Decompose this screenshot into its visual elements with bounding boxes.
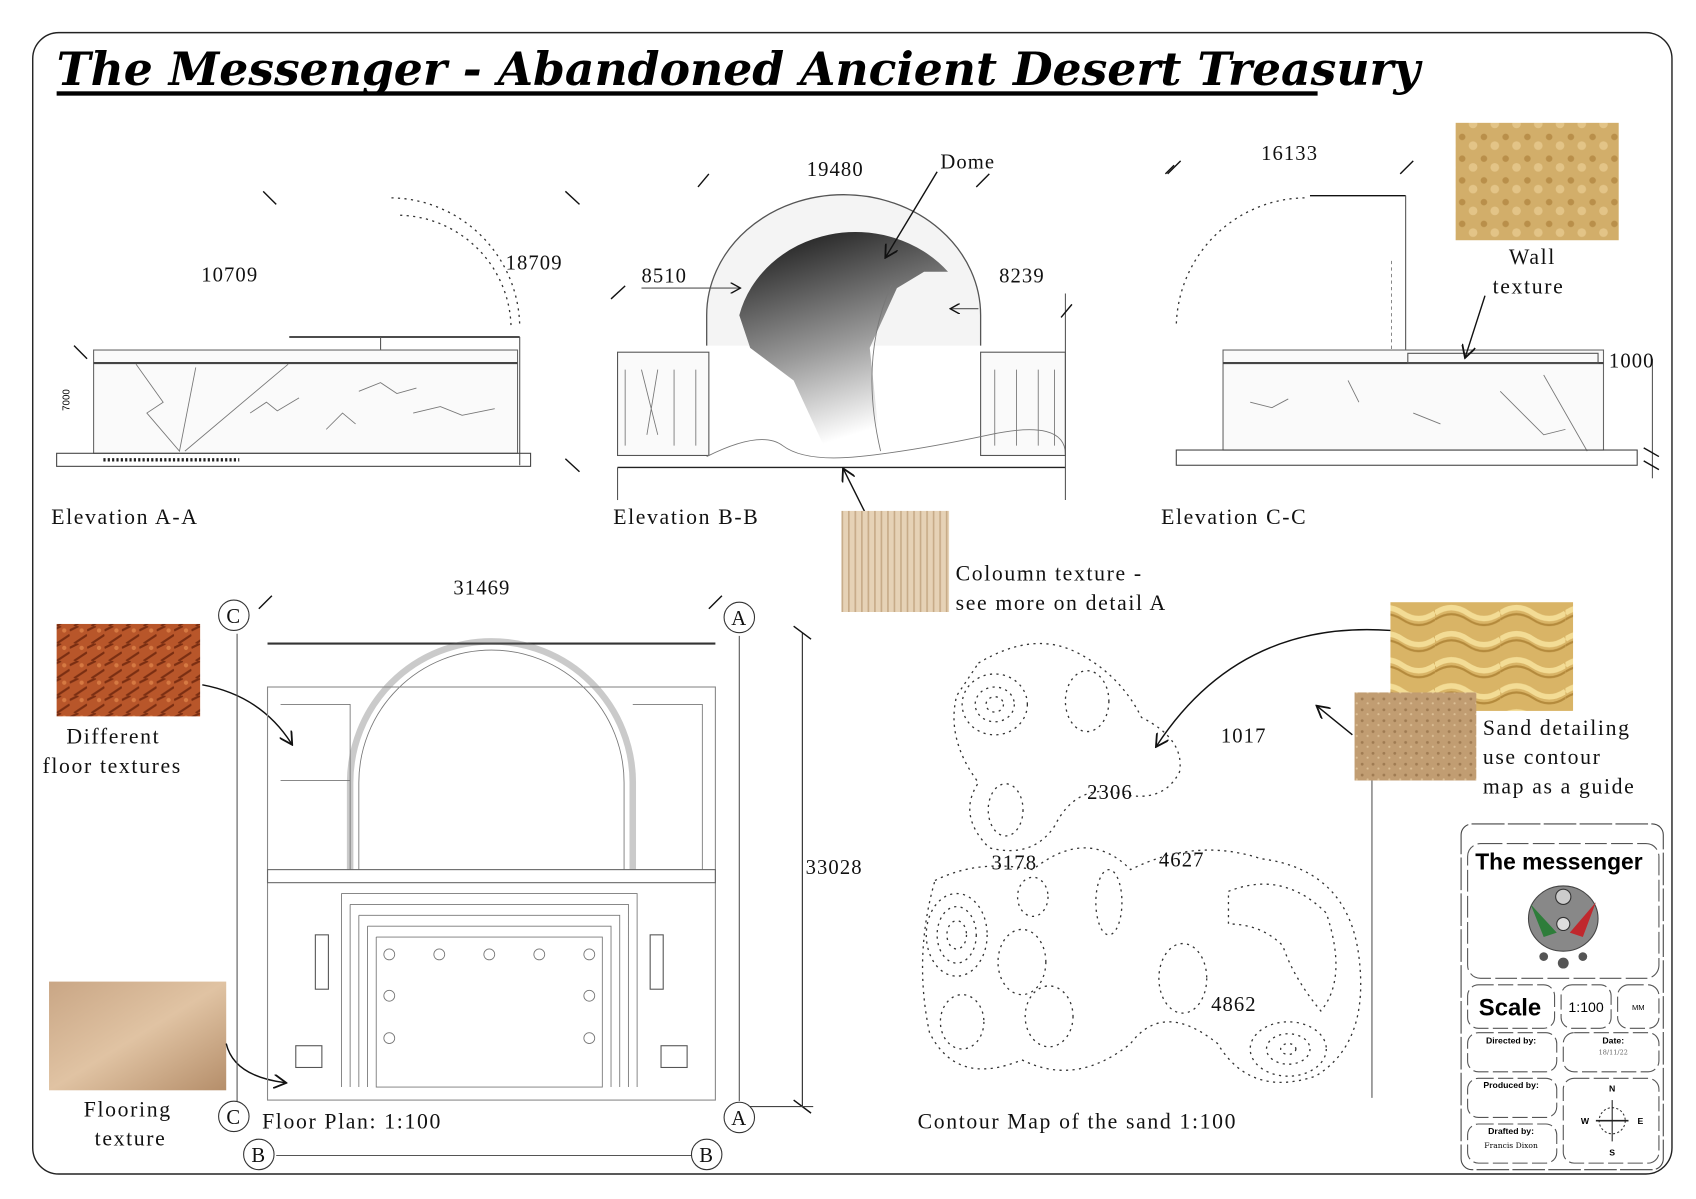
compass-w: W — [1581, 1116, 1590, 1126]
dim-19480: 19480 — [807, 159, 864, 181]
contour-elevation-4862: 4862 — [1211, 994, 1257, 1016]
section-marker-b-right: B — [690, 1138, 723, 1171]
elevation-a: 10709 18709 7000 Elevation A-A — [51, 190, 580, 529]
dim-8510: 8510 — [641, 266, 687, 288]
sheet-title: The Messenger - Abandoned Ancient Desert… — [57, 42, 1424, 96]
compass-s: S — [1609, 1148, 1615, 1158]
svg-text:A: A — [731, 1108, 747, 1130]
section-marker-b-left: B — [243, 1138, 275, 1171]
dome-void — [739, 231, 949, 452]
scale-value: 1:100 — [1568, 999, 1603, 1015]
svg-text:B: B — [251, 1145, 266, 1167]
contour-map-label: Contour Map of the sand 1:100 — [918, 1109, 1238, 1133]
flooring-texture-swatch — [49, 981, 227, 1091]
wall-texture-label-1: Wall — [1509, 245, 1556, 269]
title-block: The messenger Scale 1:100 MM Directed by… — [1460, 823, 1664, 1171]
dim-31469: 31469 — [453, 578, 510, 600]
elevation-b-label: Elevation B-B — [613, 505, 759, 529]
red-floor-texture-swatch — [56, 623, 201, 717]
wall-texture-label-2: texture — [1493, 274, 1565, 298]
contour-elevation-3178: 3178 — [991, 853, 1037, 875]
column-texture-label-2: see more on detail A — [956, 591, 1167, 615]
section-marker-c-bottom: C — [218, 1100, 250, 1133]
contour-elevation-1017: 1017 — [1221, 725, 1267, 747]
elevation-c: 16133 1000 Elevation C-C — [1161, 143, 1660, 529]
section-marker-c-top: C — [218, 599, 250, 632]
sheet-border — [32, 31, 1673, 1175]
compass-e: E — [1638, 1116, 1644, 1126]
ottoman-crest-emblem — [1527, 885, 1599, 969]
sand-label-2: use contour — [1483, 745, 1602, 769]
produced-by-label: Produced by: — [1483, 1080, 1539, 1090]
dim-16133: 16133 — [1261, 143, 1318, 165]
sand-label-1: Sand detailing — [1483, 716, 1631, 740]
sand-grain-texture-swatch — [1354, 692, 1477, 781]
svg-text:A: A — [731, 608, 747, 630]
dim-1000: 1000 — [1609, 350, 1655, 372]
column-texture-label-1: Coloumn texture - — [956, 561, 1143, 585]
directed-by-label: Directed by: — [1486, 1036, 1536, 1046]
date-value: 18/11/22 — [1599, 1048, 1628, 1056]
svg-text:B: B — [699, 1145, 714, 1167]
column-texture-callout: Coloumn texture - see more on detail A — [841, 510, 1167, 615]
sand-label-3: map as a guide — [1483, 775, 1636, 799]
units-label: MM — [1632, 1003, 1645, 1012]
floor-plan-label: Floor Plan: 1:100 — [262, 1109, 442, 1133]
project-name: The messenger — [1475, 849, 1642, 875]
svg-text:C: C — [226, 1107, 241, 1129]
sand-texture-callout: Sand detailing use contour map as a guid… — [1157, 602, 1636, 1098]
dim-10709: 10709 — [201, 265, 258, 287]
elevation-c-label: Elevation C-C — [1161, 505, 1307, 529]
dim-7000: 7000 — [62, 389, 73, 411]
svg-text:C: C — [226, 606, 241, 628]
wall-texture-swatch — [1455, 122, 1619, 241]
drafted-by-label: Drafted by: — [1488, 1126, 1534, 1136]
dim-18709: 18709 — [506, 253, 563, 275]
contour-map: 1017 2306 3178 4627 4862 Contour Map of … — [918, 642, 1362, 1133]
flooring-texture-label-1: Flooring — [84, 1097, 172, 1121]
floor-textures-label-1: Different — [66, 725, 160, 749]
compass-icon: N S E W — [1581, 1083, 1644, 1157]
column-markers — [383, 948, 596, 1044]
scale-label: Scale — [1479, 994, 1541, 1021]
flooring-texture-label-2: texture — [95, 1127, 167, 1151]
floor-plan: 31469 33028 C A C A B B Floor Plan: 1:10… — [218, 578, 863, 1171]
dim-33028: 33028 — [806, 857, 863, 879]
elevation-a-label: Elevation A-A — [51, 505, 198, 529]
drafted-by-value: Francis Dixon — [1484, 1141, 1538, 1150]
section-marker-a-bottom: A — [723, 1101, 756, 1134]
floor-textures-label-2: floor textures — [43, 754, 182, 778]
date-label: Date: — [1602, 1036, 1624, 1046]
wall-texture-callout: Wall texture — [1455, 122, 1619, 357]
elevation-b: 19480 Dome 8510 8239 Elevation B-B — [610, 151, 1073, 529]
contour-elevation-2306: 2306 — [1087, 782, 1133, 804]
floor-textures-callout: Different floor textures — [43, 623, 292, 778]
column-texture-swatch — [841, 510, 950, 613]
contour-elevation-4627: 4627 — [1159, 849, 1205, 871]
title-underline — [56, 91, 1318, 96]
section-marker-a-top: A — [723, 601, 756, 634]
compass-n: N — [1609, 1083, 1615, 1093]
dome-label: Dome — [940, 151, 995, 173]
flooring-texture-callout: Flooring texture — [49, 981, 285, 1151]
dim-8239: 8239 — [999, 266, 1045, 288]
